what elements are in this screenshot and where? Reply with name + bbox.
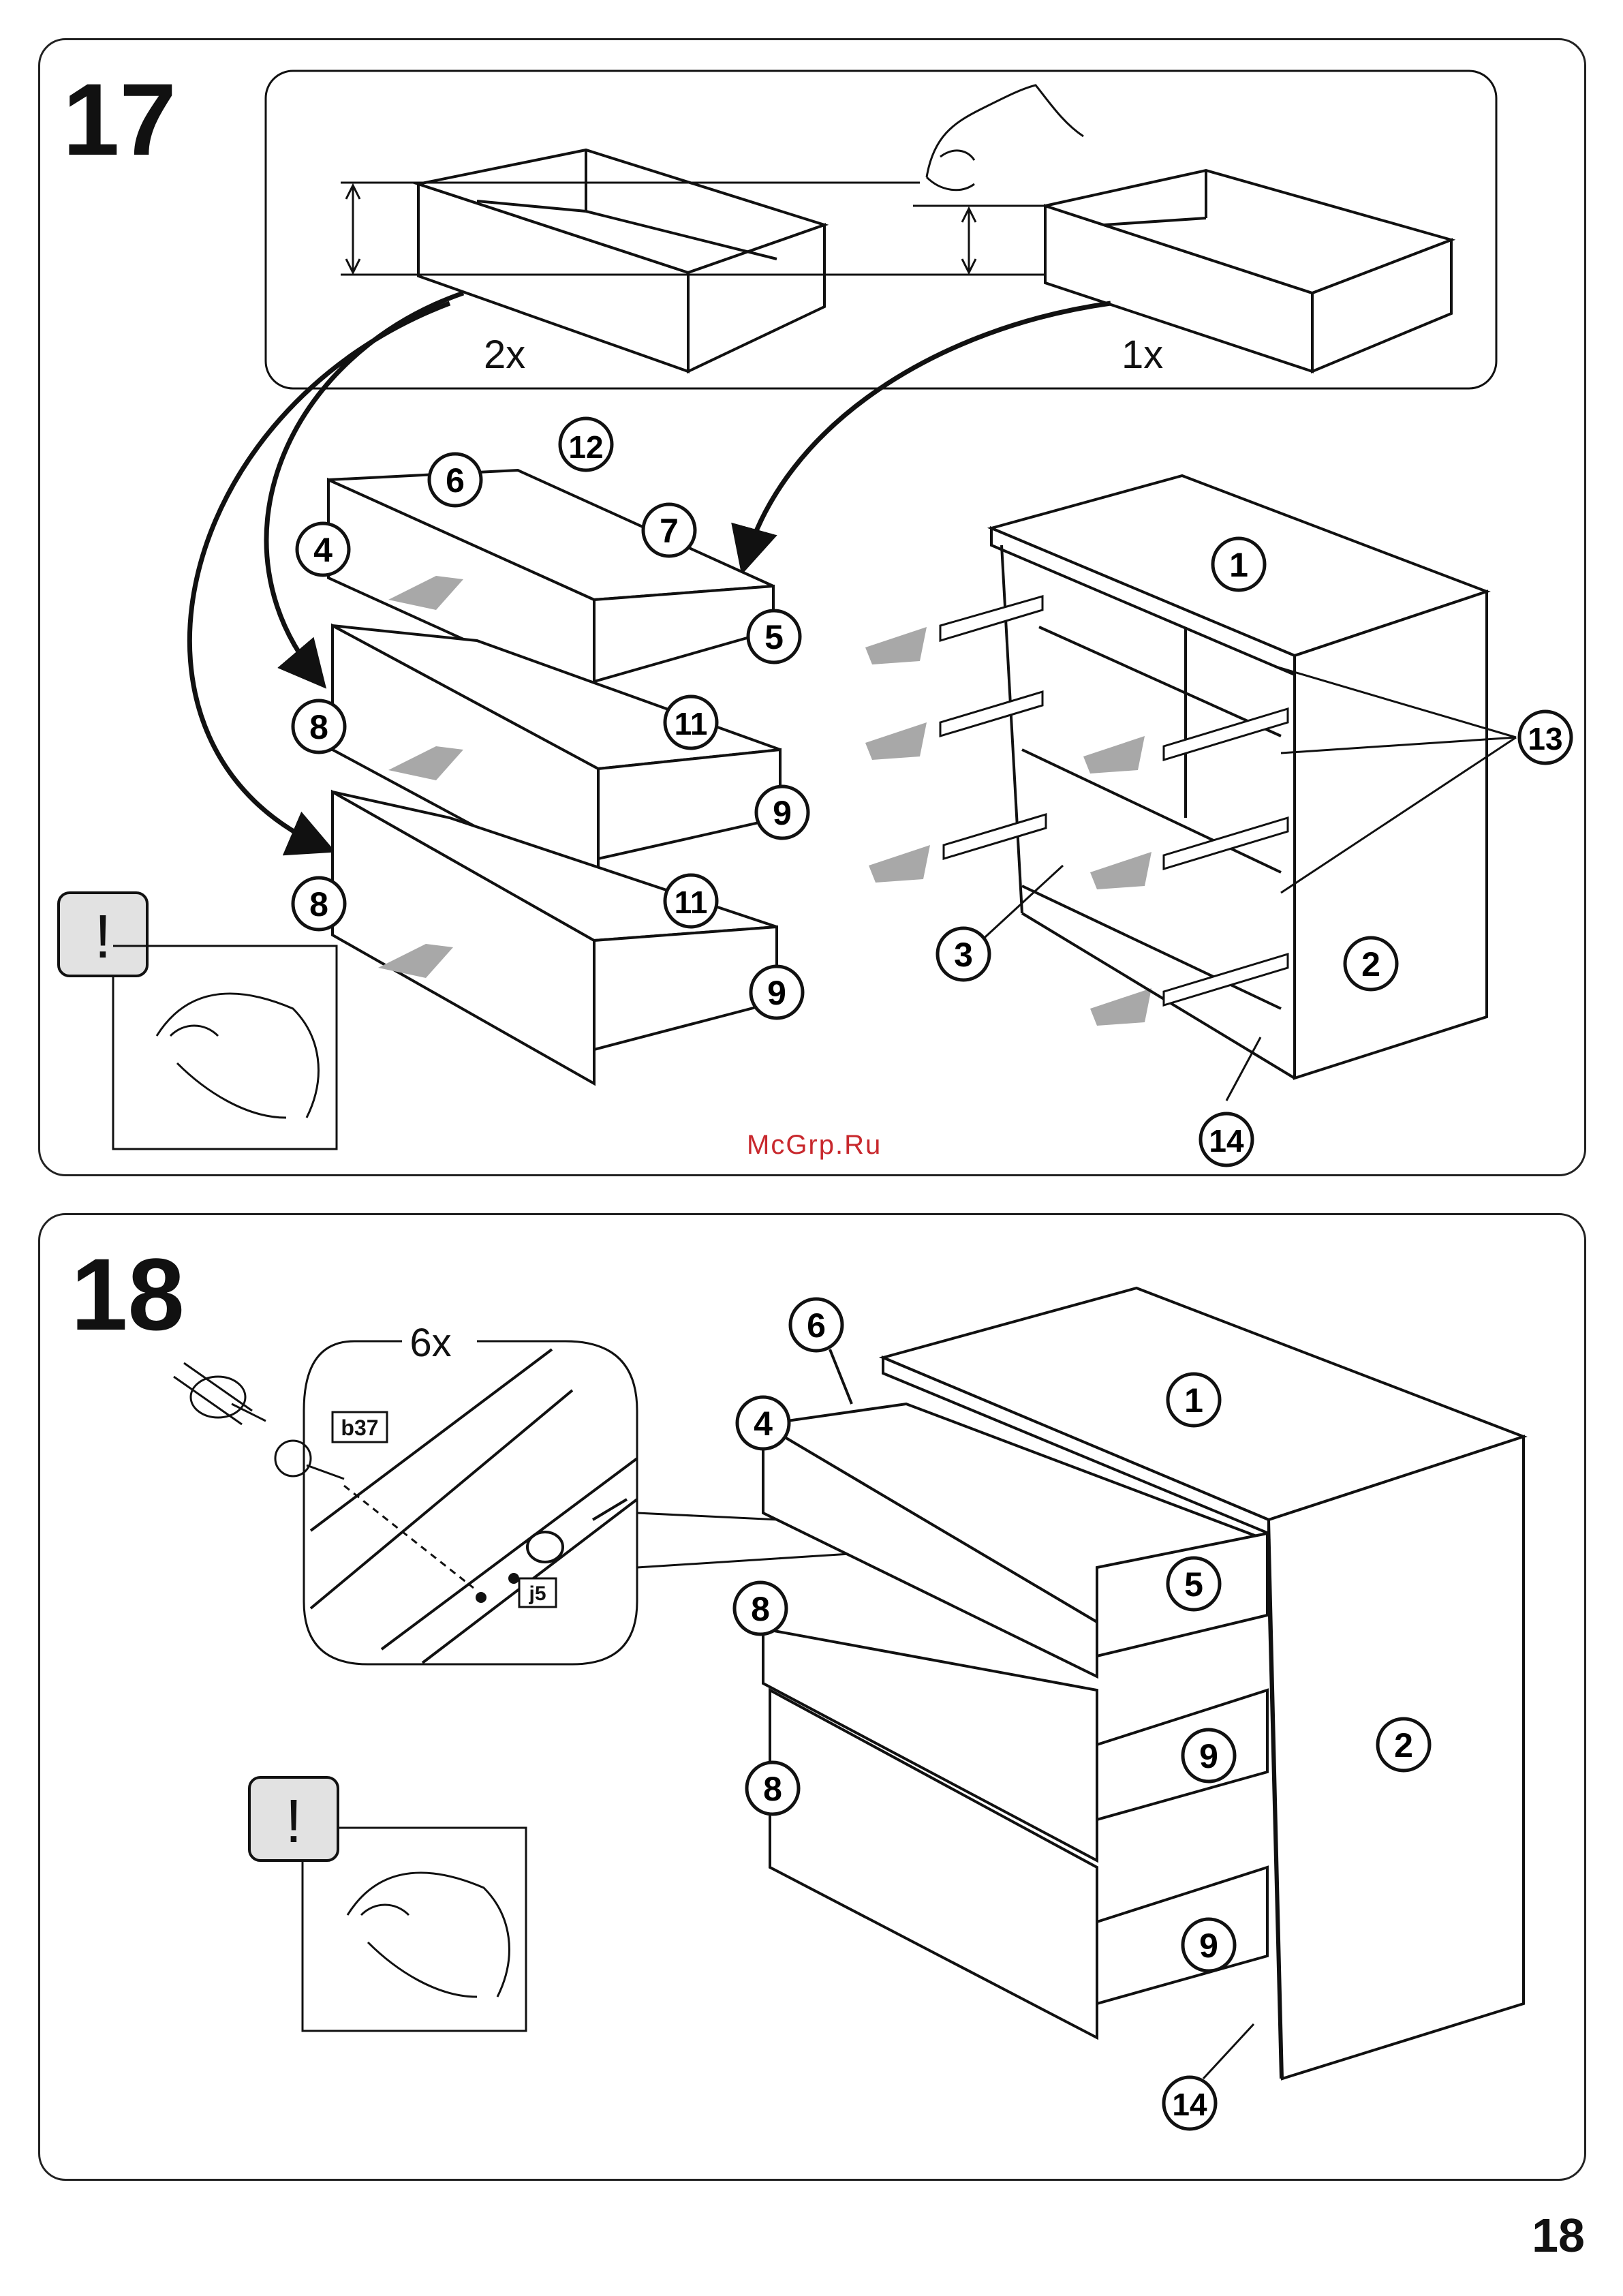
part-code: b37 — [341, 1415, 378, 1440]
assembled-chest — [763, 1288, 1524, 2079]
callout-number: 5 — [1184, 1565, 1203, 1604]
part-code: j5 — [528, 1582, 546, 1605]
callout: 11 — [665, 697, 717, 748]
drawer-rails — [940, 596, 1288, 1005]
callout: 6 — [429, 454, 481, 506]
callout-number: 11 — [675, 885, 708, 920]
callout: 8 — [293, 701, 345, 752]
screw-icon — [275, 1441, 344, 1479]
callout: 7 — [643, 504, 695, 556]
callout: 12 — [560, 418, 612, 470]
callout-number: 6 — [446, 461, 465, 500]
callout: 8 — [293, 878, 345, 930]
callout: 3 — [938, 928, 989, 980]
cloth-hand-icon — [347, 1873, 509, 1997]
callout-number: 6 — [807, 1306, 826, 1345]
callout: 6 — [790, 1299, 842, 1351]
drawer-right-small — [1045, 170, 1451, 371]
callout: 9 — [751, 966, 803, 1018]
callout-number: 14 — [1172, 2087, 1207, 2122]
callout: 14 — [1201, 1114, 1252, 1165]
callout: 2 — [1378, 1719, 1429, 1771]
callout: 4 — [297, 523, 349, 575]
callout-number: 11 — [675, 706, 708, 741]
callout: 8 — [735, 1582, 786, 1634]
callout-number: 1 — [1184, 1381, 1203, 1420]
callout-number: 5 — [764, 618, 784, 656]
quantity-label: 2x — [484, 333, 525, 377]
callout: 4 — [737, 1397, 789, 1449]
callout-number: 1 — [1229, 546, 1248, 584]
callout-number: 14 — [1209, 1123, 1244, 1159]
screwdriver-icon — [174, 1363, 266, 1424]
callout: 9 — [1183, 1730, 1235, 1781]
callout: 14 — [1164, 2077, 1216, 2129]
callout-number: 4 — [754, 1405, 773, 1443]
callout: 5 — [748, 611, 800, 662]
callout-number: 9 — [1199, 1927, 1218, 1965]
callout-number: 2 — [1361, 945, 1380, 983]
callout-number: 13 — [1528, 721, 1562, 756]
callout-number: 9 — [773, 794, 792, 832]
callout: 2 — [1345, 938, 1397, 990]
cloth-hand-icon — [157, 994, 318, 1118]
callout: 5 — [1168, 1558, 1220, 1610]
callout-number: 8 — [309, 885, 328, 923]
quantity-label: 6x — [409, 1321, 451, 1365]
callout-number: 8 — [309, 708, 328, 746]
callout-number: 9 — [767, 974, 786, 1012]
callout: 11 — [665, 875, 717, 927]
callout-number: 7 — [660, 512, 679, 550]
callout: 1 — [1168, 1374, 1220, 1426]
callout: 9 — [1183, 1919, 1235, 1971]
exclamation-icon: ! — [285, 1788, 302, 1856]
callout-number: 8 — [751, 1590, 770, 1628]
callout-number: 12 — [568, 429, 603, 465]
callout-number: 9 — [1199, 1737, 1218, 1775]
callout-number: 3 — [954, 936, 973, 974]
exclamation-icon: ! — [94, 903, 111, 971]
zoom-detail — [304, 1341, 637, 1664]
callout-number: 8 — [763, 1770, 782, 1808]
callout: 13 — [1519, 711, 1571, 763]
callout: 8 — [747, 1762, 799, 1814]
callout: 9 — [756, 786, 808, 838]
callout-number: 4 — [313, 531, 333, 569]
callout-number: 2 — [1394, 1726, 1413, 1764]
quantity-label: 1x — [1122, 333, 1163, 377]
hand-icon — [927, 85, 1083, 190]
callout: 1 — [1213, 538, 1265, 590]
